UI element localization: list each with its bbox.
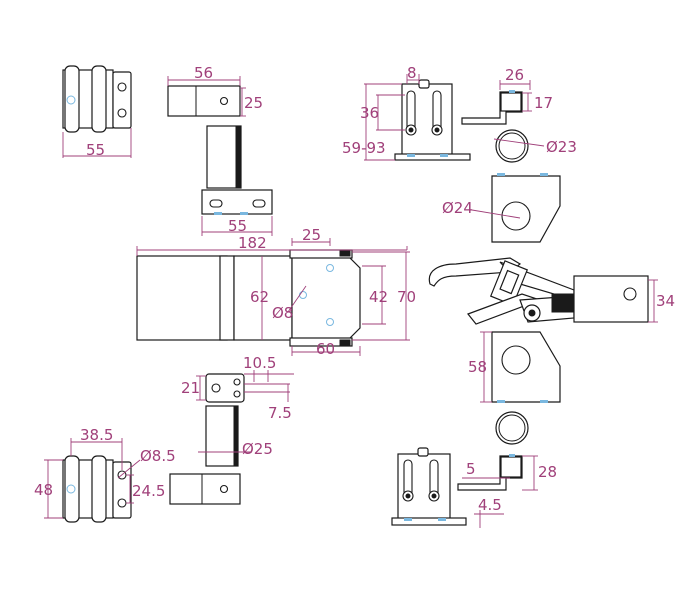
bracket-plate (169, 473, 241, 505)
dim-label: 48 (34, 481, 53, 499)
dim-label: 182 (238, 234, 267, 252)
plate-width-dimension: 56 25 (167, 64, 263, 117)
dim-label: 60 (316, 340, 335, 358)
clip-bottom-view (391, 447, 467, 526)
hinge-top-view (62, 65, 132, 133)
dim-label: 25 (302, 226, 321, 244)
plate-slot-width-dimension: 55 (201, 216, 273, 236)
dim-label: 62 (250, 288, 269, 306)
dim-label: 8 (407, 64, 417, 82)
ring-top: Ø23 (493, 129, 577, 163)
hinge-top-width-dimension: 55 (62, 128, 132, 159)
dim-label: 38.5 (80, 426, 113, 444)
dim-label: Ø23 (546, 138, 577, 156)
dim-label: 34 (656, 292, 675, 310)
dim-label: 21 (181, 379, 200, 397)
dim-label: 5 (466, 460, 476, 478)
dim-label: 55 (86, 141, 105, 159)
dim-label: Ø8 (272, 304, 293, 322)
bracket-top-view (205, 373, 245, 403)
dim-label: 58 (468, 358, 487, 376)
dim-label: 26 (505, 66, 524, 84)
hinge-bottom-dimensions: 38.5 Ø8.5 48 24.5 (34, 426, 176, 519)
keeper-bottom: 58 (468, 331, 561, 403)
hinge-bottom-view (62, 455, 132, 523)
plate-top-view (167, 85, 241, 117)
main-latch-dimensions: 182 25 62 Ø8 42 70 60 (136, 226, 416, 358)
dim-label: 7.5 (268, 404, 292, 422)
ring-bottom (495, 411, 529, 445)
hook-bottom-view (457, 454, 523, 491)
clip-dimensions: 8 36 59-93 (342, 64, 420, 161)
hook-top-view (461, 90, 523, 125)
dim-label: 25 (244, 94, 263, 112)
dim-label: 17 (534, 94, 553, 112)
dim-label: Ø24 (442, 199, 473, 217)
plate-side-view (206, 125, 242, 189)
dim-label: 56 (194, 64, 213, 82)
hook-dimensions: 26 17 (499, 66, 553, 112)
dim-label: Ø8.5 (140, 447, 176, 465)
lever-assembly (428, 257, 649, 325)
dim-label: 36 (360, 104, 379, 122)
dim-label: 24.5 (132, 482, 165, 500)
main-latch-body (136, 249, 361, 347)
hook-bottom-dimensions: 5 28 4.5 (462, 455, 557, 528)
plate-slotted-base (201, 189, 273, 215)
dim-label: 10.5 (243, 354, 276, 372)
keeper-top: Ø24 (442, 173, 561, 243)
dim-label: 55 (228, 217, 247, 235)
dim-label: Ø25 (242, 440, 273, 458)
clip-front-view (394, 79, 471, 161)
bracket-dimensions: 10.5 21 7.5 (181, 354, 294, 422)
dim-label: 70 (397, 288, 416, 306)
dim-label: 42 (369, 288, 388, 306)
dim-label: 4.5 (478, 496, 502, 514)
lever-height-dimension: 34 (648, 279, 675, 323)
dim-label: 59-93 (342, 139, 386, 157)
dim-label: 28 (538, 463, 557, 481)
bracket-side-view: Ø25 (198, 405, 273, 467)
